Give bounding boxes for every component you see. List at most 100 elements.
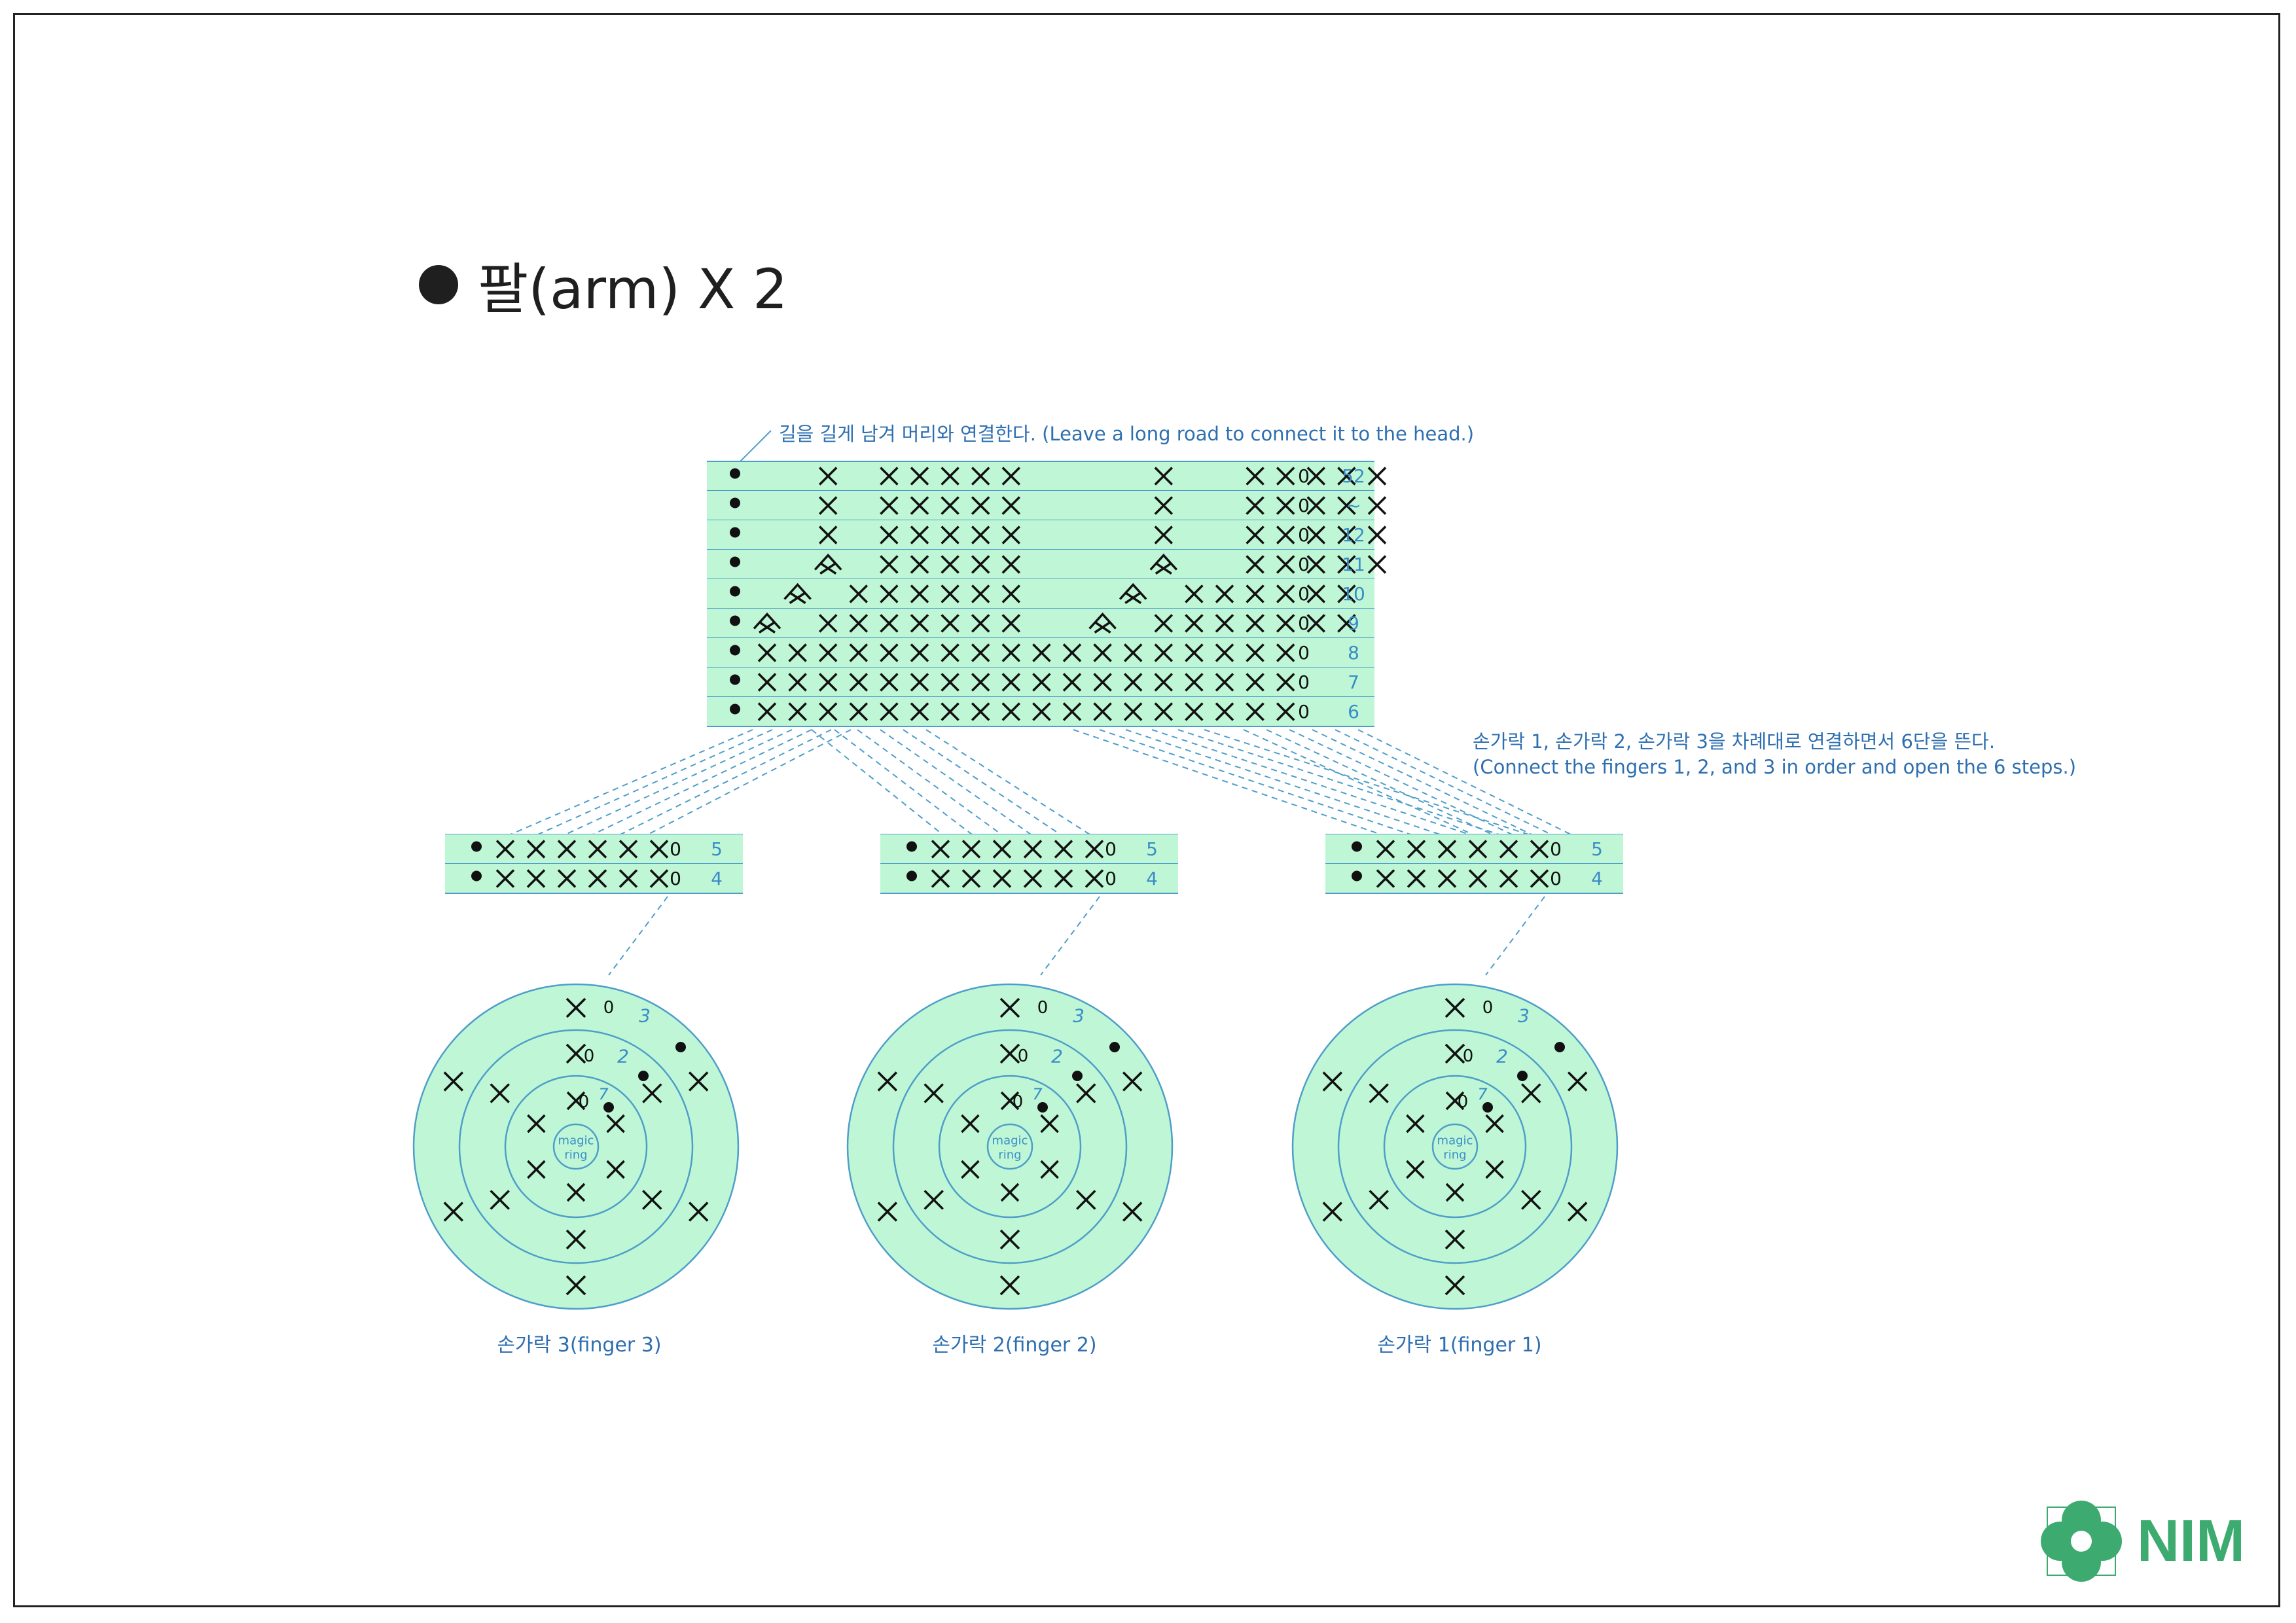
cross-stroke: [443, 1202, 464, 1222]
slip-stitch-dot: [1109, 1042, 1120, 1052]
round-number: 2: [1051, 1046, 1063, 1067]
sc-stitch: [818, 526, 838, 544]
sc-stitch: [526, 840, 546, 859]
sc-stitch: [971, 526, 990, 544]
dec-stroke: [789, 592, 806, 604]
cross-stroke: [1185, 673, 1204, 692]
arm-row-number: 10: [1342, 583, 1365, 605]
sc-stitch: [788, 702, 807, 721]
sc-stitch: [1337, 496, 1356, 515]
chain-stitch-label: 0: [1298, 465, 1310, 487]
cross-stroke: [1093, 673, 1112, 692]
cross-stroke: [971, 555, 990, 574]
dec-stitch: [1088, 612, 1117, 633]
chain-stitch-label: 0: [579, 1092, 590, 1112]
cross-stroke: [1001, 702, 1021, 721]
connector-line: [1204, 729, 1529, 835]
cross-stroke: [1215, 584, 1234, 603]
finger-row-band: [1325, 834, 1623, 864]
sc-stitch: [1215, 673, 1234, 692]
sc-stitch: [443, 1071, 464, 1092]
sc-stitch: [1076, 1190, 1096, 1210]
cross-stroke: [1337, 584, 1356, 603]
cross-stroke: [910, 496, 929, 515]
note-right-line2: (Connect the fingers 1, 2, and 3 in orde…: [1473, 756, 2077, 778]
cross-stroke: [619, 840, 638, 859]
cross-stroke: [961, 840, 981, 859]
sc-stitch: [526, 869, 546, 888]
sc-stitch: [1246, 526, 1265, 544]
arm-row-band: [707, 461, 1374, 491]
cross-stroke: [1185, 584, 1204, 603]
connector-line: [647, 729, 852, 835]
sc-stitch: [1407, 840, 1426, 859]
sc-stitch: [527, 1160, 546, 1179]
sc-stitch: [1444, 1229, 1465, 1250]
sc-stitch: [818, 496, 838, 515]
sc-stitch: [971, 643, 990, 662]
cross-stroke: [443, 1071, 464, 1092]
cross-stroke: [588, 840, 607, 859]
magic-ring-label: ring: [998, 1149, 1021, 1162]
cross-stroke: [849, 584, 869, 603]
cross-stroke: [924, 1190, 944, 1210]
cross-stroke: [1499, 840, 1518, 859]
sc-stitch: [1369, 1083, 1389, 1103]
cross-stroke: [880, 467, 899, 486]
connector-line: [1485, 896, 1545, 976]
sc-stitch: [1023, 840, 1043, 859]
cross-stroke: [1123, 643, 1143, 662]
sc-stitch: [1444, 1275, 1465, 1296]
cross-stroke: [1154, 702, 1174, 721]
cross-stroke: [941, 526, 960, 544]
cross-stroke: [971, 702, 990, 721]
sc-stitch: [1337, 555, 1356, 574]
cross-stroke: [1306, 496, 1326, 515]
sc-stitch: [1215, 614, 1234, 633]
cross-stroke: [1376, 869, 1395, 888]
cross-stroke: [1306, 584, 1326, 603]
sc-stitch: [961, 869, 981, 888]
sc-stitch: [880, 526, 899, 544]
sc-stitch: [619, 869, 638, 888]
sc-stitch: [1246, 555, 1265, 574]
sc-stitch: [910, 555, 929, 574]
cross-stroke: [1276, 555, 1295, 574]
cross-stroke: [818, 702, 838, 721]
cross-stroke: [1001, 643, 1021, 662]
dec-stroke: [1155, 562, 1172, 575]
cross-stroke: [1337, 614, 1356, 633]
chain-stitch-label: 0: [1298, 524, 1310, 546]
sc-stitch: [1001, 702, 1021, 721]
cross-stroke: [1185, 614, 1204, 633]
sc-stitch: [818, 614, 838, 633]
cross-stroke: [1246, 467, 1265, 486]
cross-stroke: [566, 1183, 586, 1202]
caption-finger-3: 손가락 3(finger 3): [497, 1334, 662, 1357]
connector-line: [1125, 729, 1441, 835]
cross-stroke: [1215, 702, 1234, 721]
sc-stitch: [910, 526, 929, 544]
sc-stitch: [999, 1229, 1020, 1250]
cross-stroke: [1468, 869, 1488, 888]
sc-stitch: [1054, 840, 1073, 859]
sc-stitch: [1032, 643, 1051, 662]
cross-stroke: [1154, 496, 1174, 515]
sc-stitch: [971, 555, 990, 574]
cross-stroke: [1040, 1114, 1059, 1133]
cross-stroke: [1062, 702, 1082, 721]
cross-stroke: [910, 673, 929, 692]
sc-stitch: [1337, 584, 1356, 603]
connector-line: [811, 729, 943, 835]
cross-stroke: [849, 643, 869, 662]
sc-stitch: [1376, 869, 1395, 888]
finger-row-number: 4: [711, 868, 723, 889]
magic-ring: [1431, 1123, 1479, 1170]
sc-stitch: [619, 840, 638, 859]
sc-stitch: [557, 869, 577, 888]
cross-stroke: [1444, 1229, 1465, 1250]
cross-stroke: [1154, 673, 1174, 692]
sc-stitch: [527, 1114, 546, 1133]
cross-stroke: [1215, 673, 1234, 692]
finger-row-number: 5: [1591, 838, 1603, 860]
